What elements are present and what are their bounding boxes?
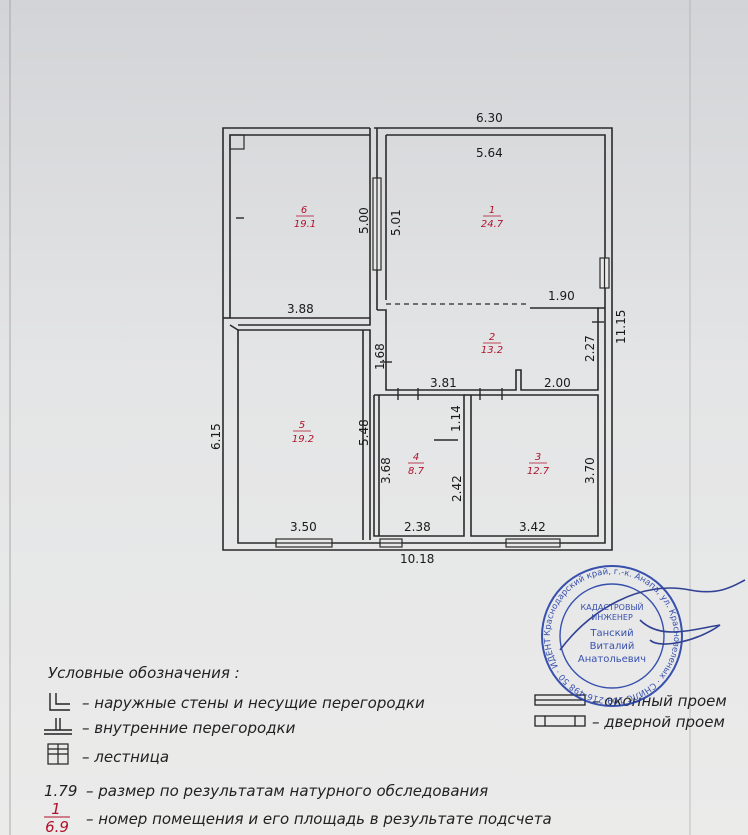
signature (559, 579, 746, 651)
walls (222, 127, 613, 551)
corridor-walls (377, 307, 605, 391)
stamp-line-3: Танский (589, 628, 633, 639)
room-area: 19.1 (294, 219, 316, 230)
dim-room6-bottom: 3.88 (287, 302, 314, 316)
dim-overall-width: 6.30 (476, 111, 503, 125)
room-label-1: 1 24.7 (481, 205, 504, 230)
room-label-3: 3 12.7 (527, 452, 550, 477)
room-label-6: 6 19.1 (294, 205, 316, 230)
stamp-inner-ring (559, 583, 665, 689)
legend-door: – дверной проем (592, 713, 725, 731)
stamp-outer-ring (541, 565, 683, 707)
room3-walls (470, 394, 599, 537)
legend-room-area: 6.9 (45, 818, 69, 835)
room-number: 5 (299, 420, 305, 431)
room-number: 3 (535, 452, 541, 463)
room-number: 1 (489, 205, 495, 216)
dim-room1-top: 5.64 (476, 146, 503, 160)
room-number: 4 (413, 452, 419, 463)
room-label-4: 4 8.7 (408, 452, 425, 477)
dim-left-total: 6.15 (209, 423, 223, 450)
room-area: 13.2 (481, 345, 503, 356)
stamp-line-5: Анатольевич (578, 654, 646, 665)
outer-wall-icon (49, 693, 70, 711)
inner-partition-icon (44, 718, 72, 735)
dim-room4-top: 1.14 (449, 405, 463, 432)
dim-room5-bottom: 3.50 (290, 520, 317, 534)
dim-room4-bottom: 2.38 (404, 520, 431, 534)
dim-room3-right: 3.70 (583, 457, 597, 484)
dim-room5-right: 5.48 (357, 419, 371, 446)
door-ticks (236, 217, 604, 441)
dim-room4-left: 3.68 (379, 457, 393, 484)
dim-room4-right: 2.42 (450, 475, 464, 502)
stamp-ring-text: Краснодарский край, г.-к. Анапа, ул. Кра… (0, 0, 681, 705)
room-number: 6 (301, 205, 307, 216)
dim-room6-partition: 5.00 (357, 207, 371, 234)
dim-corridor-right-top: 1.90 (548, 289, 575, 303)
legend-title: Условные обозначения : (48, 664, 240, 682)
room4-walls (373, 394, 465, 537)
room-area: 12.7 (527, 466, 550, 477)
dim-room3-bottom: 3.42 (519, 520, 546, 534)
room-label-5: 5 19.2 (292, 420, 314, 445)
legend-room-num: 1 (51, 800, 61, 818)
stamp-line-4: Виталий (590, 641, 635, 652)
dim-corridor-right-v: 2.27 (583, 335, 597, 362)
room-area: 24.7 (481, 219, 504, 230)
stairs-icon (47, 743, 69, 765)
door-icon (534, 715, 586, 727)
legend-stairs: – лестница (82, 748, 169, 766)
dim-room1-partition: 5.01 (389, 209, 403, 236)
room-number: 2 (489, 332, 495, 343)
legend-size-prefix: 1.79 (44, 782, 77, 800)
wall-corner (229, 324, 239, 331)
stamp-line-2: ИНЖЕНЕР (591, 613, 633, 622)
corner-box-icon (229, 134, 245, 150)
legend-room-text: – номер помещения и его площадь в резуль… (86, 810, 552, 828)
partition-6-5 (230, 317, 371, 326)
room-area: 19.2 (292, 434, 314, 445)
room-area: 8.7 (408, 466, 425, 477)
dim-corridor-right-bottom: 2.00 (544, 376, 571, 390)
dim-corridor-mid: 3.81 (430, 376, 457, 390)
legend-outer-walls: – наружные стены и несущие перегородки (82, 694, 425, 712)
windows (275, 177, 610, 548)
dim-right-total: 11.15 (614, 310, 628, 344)
dim-bottom-total: 10.18 (400, 552, 434, 566)
dim-corridor-left-v: 1.68 (373, 343, 387, 370)
stamp-line-1: КАДАСТРОВЫЙ (581, 601, 644, 612)
room-label-2: 2 13.2 (481, 332, 503, 356)
outer-wall-inner-right (237, 134, 606, 544)
legend-inner-partitions: – внутренние перегородки (82, 719, 296, 737)
outer-wall-outline (222, 127, 613, 551)
room5-right-wall (238, 329, 371, 540)
legend-size-text: – размер по результатам натурного обслед… (86, 782, 488, 800)
